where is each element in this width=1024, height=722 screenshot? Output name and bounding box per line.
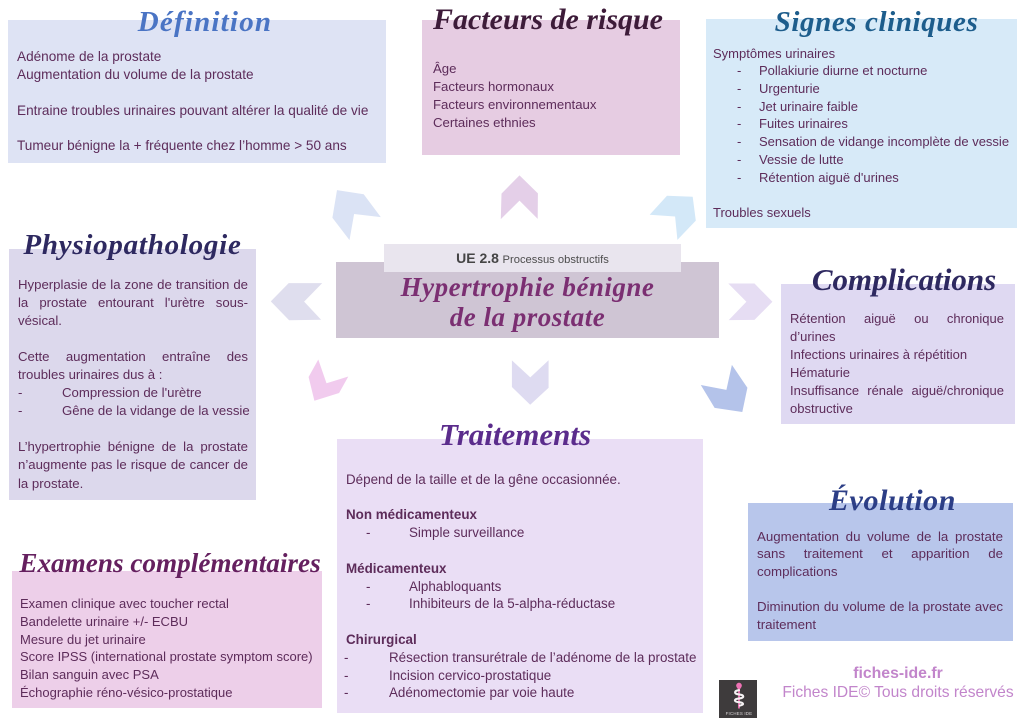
- svg-text:FICHES IDE: FICHES IDE: [726, 711, 753, 716]
